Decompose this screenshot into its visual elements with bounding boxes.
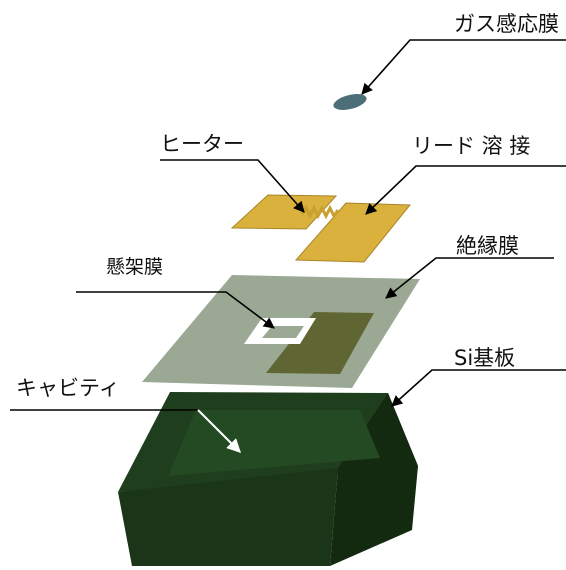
heater-assembly xyxy=(230,194,412,263)
suspension-membrane xyxy=(142,275,420,388)
substrate-right-face xyxy=(330,393,418,566)
label-suspension-film: 懸架膜 xyxy=(106,256,164,278)
leader-lead-weld xyxy=(365,165,566,215)
label-gas-sensing-film: ガス感応膜 xyxy=(454,12,559,36)
heater-pad-left xyxy=(230,194,338,230)
label-insulating-film: 絶縁膜 xyxy=(456,234,519,258)
leader-cavity-arrow xyxy=(197,409,241,453)
substrate-front-face xyxy=(118,468,338,566)
window-bridge xyxy=(262,326,304,338)
leader-heater xyxy=(160,159,305,213)
si-substrate xyxy=(118,392,418,566)
leader-insulating-film xyxy=(385,257,554,299)
insulating-film-patch xyxy=(266,312,374,374)
leader-suspension-film xyxy=(76,291,275,329)
leader-gas-film xyxy=(361,39,566,95)
label-lead-weld: リード 溶 接 xyxy=(412,134,531,158)
gas-sensing-film xyxy=(333,94,367,110)
heater-pad-right xyxy=(294,202,412,263)
label-cavity: キャビティ xyxy=(16,376,120,400)
leader-lines xyxy=(10,39,566,411)
label-heater: ヒーター xyxy=(160,132,244,156)
leader-si-substrate xyxy=(391,369,566,407)
label-si-substrate: Si基板 xyxy=(454,346,516,370)
heater-meander xyxy=(300,204,340,220)
cavity-recess xyxy=(168,410,380,476)
